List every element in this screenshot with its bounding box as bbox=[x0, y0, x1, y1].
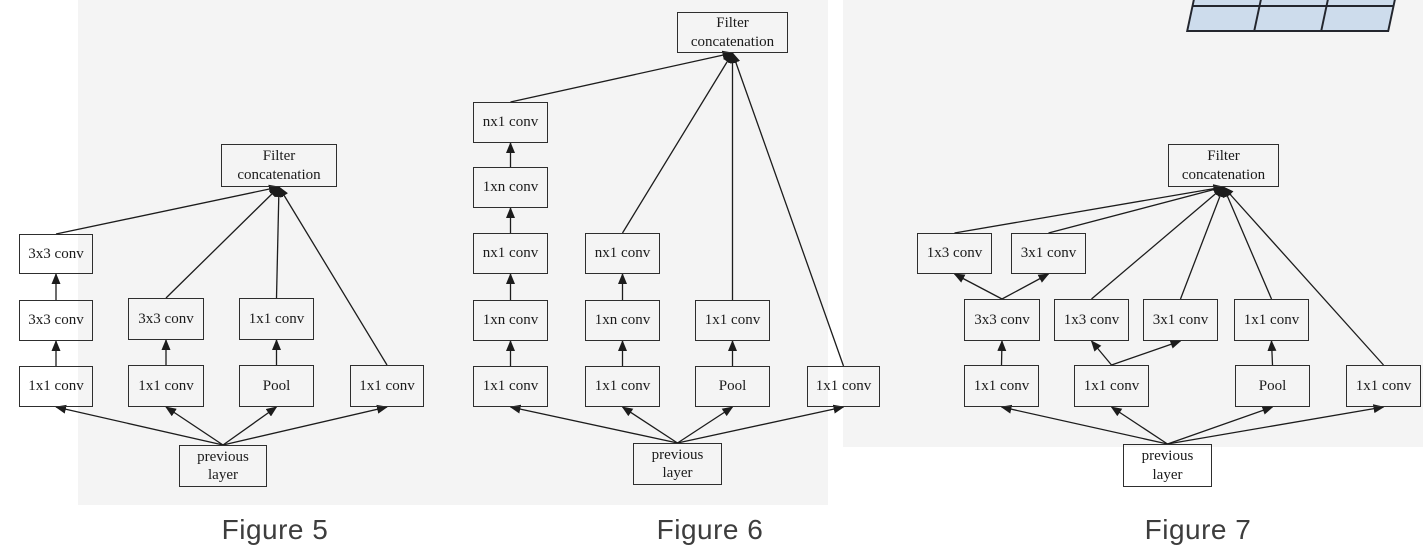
figure-caption: Figure 5 bbox=[221, 514, 329, 545]
panel-fig5-fig6 bbox=[78, 0, 828, 505]
diagram-box-3x3-conv: 3x3 conv bbox=[128, 298, 204, 340]
diagram-box-1x1-conv: 1x1 conv bbox=[585, 366, 660, 407]
grid-cell bbox=[1327, 0, 1398, 5]
diagram-box-3x3-conv: 3x3 conv bbox=[19, 300, 93, 341]
diagram-box-1x1-conv: 1x1 conv bbox=[1074, 365, 1149, 407]
table-grid-fragment bbox=[1186, 0, 1401, 32]
diagram-box-1x1-conv: 1x1 conv bbox=[128, 365, 204, 407]
figure-caption: Figure 6 bbox=[656, 514, 764, 545]
diagram-box-previous-layer: previous layer bbox=[633, 443, 722, 485]
grid-cell bbox=[1260, 0, 1331, 5]
diagram-box-pool: Pool bbox=[1235, 365, 1310, 407]
diagram-box-3x1-conv: 3x1 conv bbox=[1011, 233, 1086, 274]
diagram-box-1xn-conv: 1xn conv bbox=[473, 300, 548, 341]
diagram-box-1x1-conv: 1x1 conv bbox=[350, 365, 424, 407]
grid-cell bbox=[1188, 7, 1259, 30]
diagram-box-1x3-conv: 1x3 conv bbox=[1054, 299, 1129, 341]
diagram-box-1x1-conv: 1x1 conv bbox=[1234, 299, 1309, 341]
diagram-box-nx1-conv: nx1 conv bbox=[473, 102, 548, 143]
diagram-box-1x1-conv: 1x1 conv bbox=[473, 366, 548, 407]
diagram-box-nx1-conv: nx1 conv bbox=[585, 233, 660, 274]
diagram-box-3x3-conv: 3x3 conv bbox=[19, 234, 93, 274]
grid-cell bbox=[1193, 0, 1264, 5]
diagram-box-1x1-conv: 1x1 conv bbox=[239, 298, 314, 340]
diagram-box-1x1-conv: 1x1 conv bbox=[695, 300, 770, 341]
diagram-box-1x1-conv: 1x1 conv bbox=[807, 366, 880, 407]
diagram-box-filter-concatenation: Filter concatenation bbox=[677, 12, 788, 53]
diagram-box-previous-layer: previous layer bbox=[1123, 444, 1212, 487]
diagram-box-1x3-conv: 1x3 conv bbox=[917, 233, 992, 274]
diagram-box-1xn-conv: 1xn conv bbox=[473, 167, 548, 208]
grid-cell bbox=[1255, 7, 1326, 30]
diagram-box-nx1-conv: nx1 conv bbox=[473, 233, 548, 274]
diagram-box-1x1-conv: 1x1 conv bbox=[1346, 365, 1421, 407]
diagram-box-pool: Pool bbox=[695, 366, 770, 407]
diagram-box-filter-concatenation: Filter concatenation bbox=[221, 144, 337, 187]
diagram-box-filter-concatenation: Filter concatenation bbox=[1168, 144, 1279, 187]
figure-caption: Figure 7 bbox=[1144, 514, 1252, 545]
diagram-box-3x1-conv: 3x1 conv bbox=[1143, 299, 1218, 341]
diagram-box-1x1-conv: 1x1 conv bbox=[19, 366, 93, 407]
diagram-box-1xn-conv: 1xn conv bbox=[585, 300, 660, 341]
diagram-box-pool: Pool bbox=[239, 365, 314, 407]
diagram-box-1x1-conv: 1x1 conv bbox=[964, 365, 1039, 407]
diagram-box-previous-layer: previous layer bbox=[179, 445, 267, 487]
diagram-box-3x3-conv: 3x3 conv bbox=[964, 299, 1040, 341]
grid-cell bbox=[1322, 7, 1393, 30]
